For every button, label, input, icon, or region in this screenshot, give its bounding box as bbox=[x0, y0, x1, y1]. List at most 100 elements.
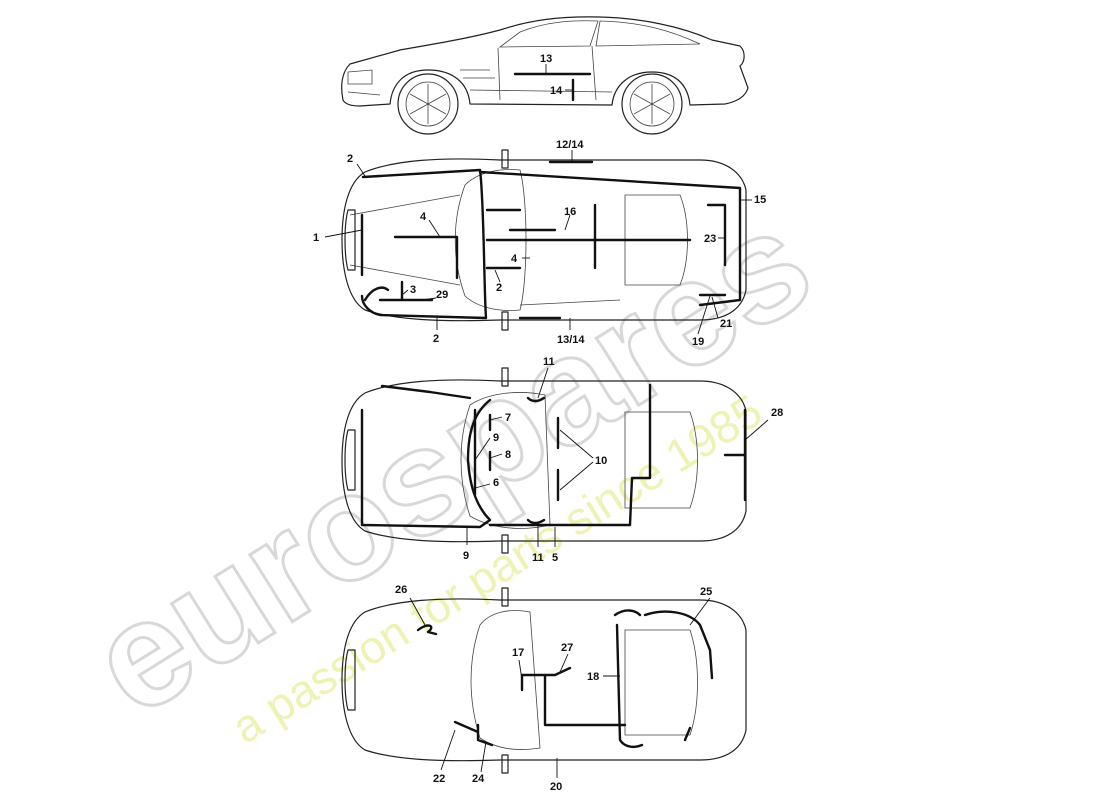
callout-7: 7 bbox=[505, 412, 511, 424]
leader bbox=[537, 367, 549, 399]
body-outline bbox=[341, 598, 747, 762]
leader bbox=[421, 297, 437, 301]
watermark: eurospares a passion for parts since 198… bbox=[61, 175, 839, 754]
mirror-top bbox=[501, 587, 509, 607]
harness-loom-main bbox=[360, 383, 652, 529]
harness-loom-main bbox=[360, 168, 742, 320]
harness-11 bbox=[526, 396, 546, 525]
harness-17-27 bbox=[520, 666, 627, 727]
callout-9b: 9 bbox=[463, 550, 469, 562]
callout-5: 5 bbox=[552, 552, 558, 564]
callout-4b: 4 bbox=[511, 253, 518, 265]
harness-6-7-8-9 bbox=[473, 408, 492, 497]
side-body-outline bbox=[341, 16, 749, 107]
callout-17: 17 bbox=[512, 647, 524, 659]
front-grille bbox=[344, 209, 356, 271]
leader bbox=[518, 659, 523, 681]
body-outline bbox=[341, 379, 747, 543]
car-top-view-2: 11 28 7 9 10 8 6 9 11 5 bbox=[341, 356, 783, 564]
callout-8: 8 bbox=[505, 449, 511, 461]
callout-16: 16 bbox=[564, 206, 576, 218]
car-side-view: 13 14 bbox=[341, 16, 749, 135]
callout-12-14: 12/14 bbox=[556, 139, 584, 151]
rear-window bbox=[624, 411, 698, 509]
callout-1: 1 bbox=[313, 232, 319, 244]
leader bbox=[689, 597, 711, 626]
car-top-view-3: 26 25 27 17 18 22 24 20 bbox=[341, 584, 747, 793]
leader bbox=[711, 296, 719, 319]
callout-25: 25 bbox=[700, 586, 712, 598]
windscreen bbox=[470, 610, 541, 750]
leader bbox=[697, 295, 711, 335]
rear-window bbox=[624, 629, 698, 736]
leader bbox=[428, 219, 441, 238]
leaders-view-3 bbox=[409, 597, 711, 778]
rear-window bbox=[624, 194, 688, 286]
callout-22: 22 bbox=[433, 773, 445, 785]
harness-28 bbox=[723, 408, 747, 502]
side-door-line bbox=[469, 45, 613, 101]
callout-2c: 2 bbox=[433, 333, 439, 345]
callout-19: 19 bbox=[692, 336, 704, 348]
callout-4: 4 bbox=[420, 211, 427, 223]
callout-10: 10 bbox=[595, 455, 607, 467]
leaders-view-2 bbox=[466, 367, 769, 547]
callout-18: 18 bbox=[587, 671, 599, 683]
harness-centre bbox=[485, 203, 597, 270]
harness-26 bbox=[416, 624, 438, 636]
leader bbox=[744, 419, 769, 441]
mirror-bottom bbox=[501, 534, 509, 554]
side-windows bbox=[498, 20, 701, 48]
leader bbox=[559, 429, 594, 459]
mirror-bottom bbox=[501, 754, 509, 774]
callout-20: 20 bbox=[550, 781, 562, 793]
leader bbox=[489, 453, 503, 459]
callout-21: 21 bbox=[720, 318, 732, 330]
front-wheel bbox=[397, 73, 459, 135]
callout-26: 26 bbox=[395, 584, 407, 596]
leader bbox=[401, 289, 409, 296]
callout-29: 29 bbox=[436, 289, 448, 301]
front-wheel-rim bbox=[405, 81, 451, 127]
rear-wheel-rim bbox=[629, 81, 675, 127]
leader bbox=[324, 229, 363, 238]
leader bbox=[494, 269, 501, 283]
leader bbox=[440, 729, 456, 771]
callout-13-14: 13/14 bbox=[557, 334, 585, 346]
harness-23 bbox=[706, 203, 727, 267]
harness-22-24-20 bbox=[453, 720, 692, 747]
front-grille bbox=[344, 429, 356, 491]
callout-14: 14 bbox=[550, 85, 563, 97]
windscreen bbox=[460, 392, 551, 529]
harness-25 bbox=[613, 609, 714, 680]
leader bbox=[356, 163, 366, 177]
car-top-view-1: 2 12/14 15 1 4 16 4 23 2 3 29 2 21 19 13… bbox=[313, 139, 766, 348]
front-wheel-spokes bbox=[409, 84, 447, 124]
callout-2b: 2 bbox=[496, 282, 502, 294]
mirror-top bbox=[501, 149, 509, 169]
leader bbox=[474, 483, 491, 489]
front-grille bbox=[344, 649, 356, 711]
body-outline bbox=[341, 158, 747, 322]
callout-2: 2 bbox=[347, 153, 353, 165]
callout-9: 9 bbox=[493, 432, 499, 444]
callout-24: 24 bbox=[472, 773, 485, 785]
leader bbox=[474, 437, 491, 461]
rear-wheel bbox=[621, 73, 683, 135]
leader bbox=[564, 214, 571, 231]
watermark-brand: eurospares bbox=[63, 176, 838, 747]
callout-11: 11 bbox=[543, 356, 555, 368]
leader bbox=[409, 597, 426, 626]
callout-15: 15 bbox=[754, 194, 766, 206]
leaders-view-1 bbox=[324, 150, 752, 335]
mirror-bottom bbox=[501, 311, 509, 331]
leader bbox=[489, 416, 503, 421]
callout-28: 28 bbox=[771, 407, 783, 419]
harness-4-front bbox=[393, 235, 459, 280]
callout-13: 13 bbox=[540, 53, 552, 65]
callout-11b: 11 bbox=[532, 552, 544, 564]
mirror-top bbox=[501, 367, 509, 387]
harness-3-29 bbox=[363, 280, 434, 302]
rear-wheel-spokes bbox=[633, 84, 671, 124]
